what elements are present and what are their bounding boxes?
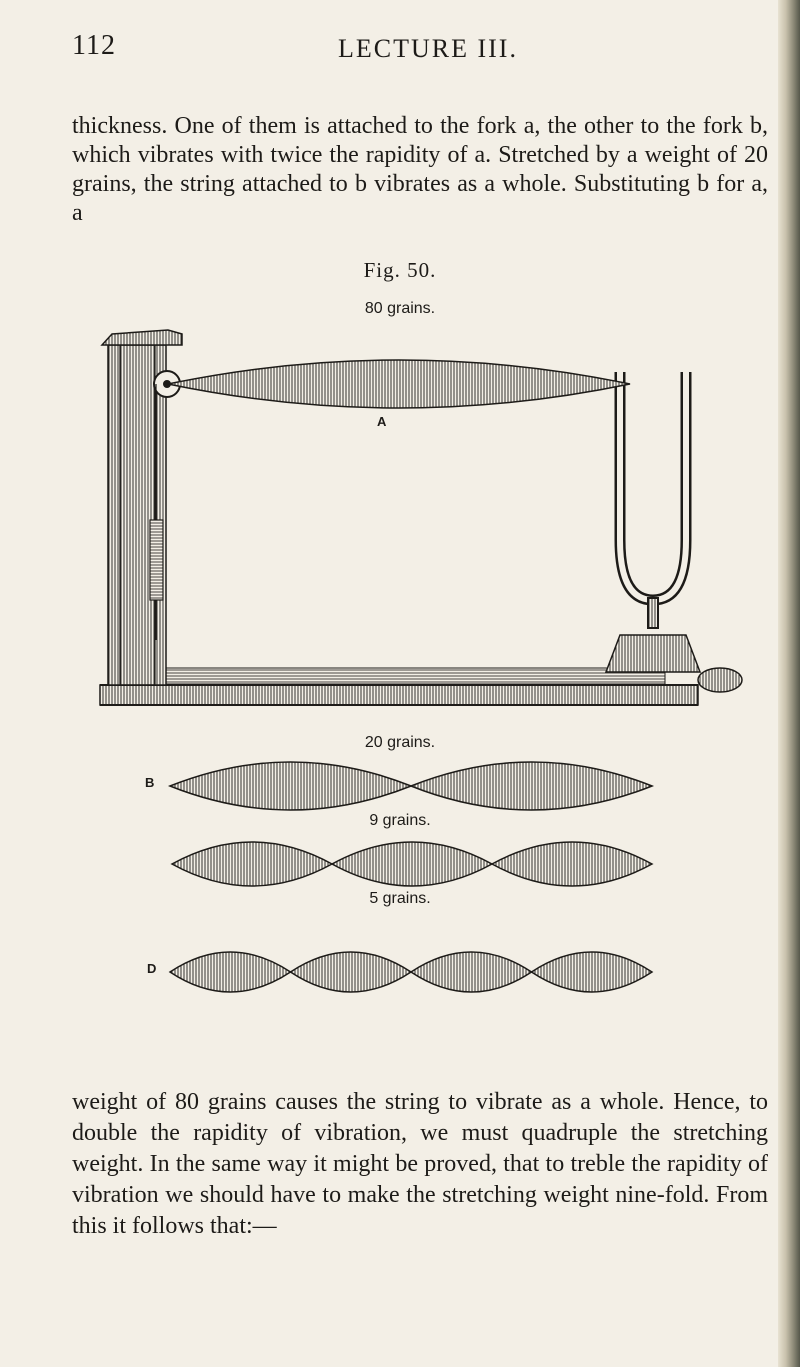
vibrating-strings	[167, 359, 655, 993]
paragraph-top: thickness. One of them is attached to th…	[72, 113, 768, 226]
page-edge-shadow	[778, 0, 800, 1367]
paragraph-bottom: weight of 80 grains causes the string to…	[72, 1089, 768, 1239]
left-pillar	[107, 344, 167, 686]
figure-letter-a: A	[377, 414, 387, 429]
figure-title: Fig. 50.	[363, 258, 437, 282]
label-80-grains: 80 grains.	[364, 300, 436, 317]
string-loop-weight_5	[409, 951, 533, 993]
label-20-grains: 20 grains.	[364, 734, 436, 751]
string-loop-weight_5	[530, 951, 654, 993]
clamp-screw	[697, 667, 743, 693]
label-5-grains: 5 grains.	[369, 890, 431, 907]
string-loop-weight_9	[330, 841, 494, 887]
figure-letter-d: D	[147, 961, 157, 976]
figure-letter-b: B	[145, 775, 155, 790]
running-head: LECTURE III.	[338, 34, 518, 63]
hanging-weight	[149, 519, 164, 601]
rail	[164, 667, 666, 685]
string-loop-weight_5	[168, 951, 292, 993]
label-9-grains: 9 grains.	[369, 812, 431, 829]
string-loop-weight_5	[289, 951, 413, 993]
string-loop-weight_80	[167, 359, 631, 409]
string-loop-weight_9	[170, 841, 334, 887]
page-number: 112	[72, 30, 116, 61]
string-loop-weight_9	[490, 841, 654, 887]
string-loop-weight_20	[167, 761, 414, 811]
string-loop-weight_20	[408, 761, 655, 811]
base-board	[99, 684, 699, 706]
tuning-fork	[604, 372, 702, 673]
apparatus	[99, 329, 743, 706]
